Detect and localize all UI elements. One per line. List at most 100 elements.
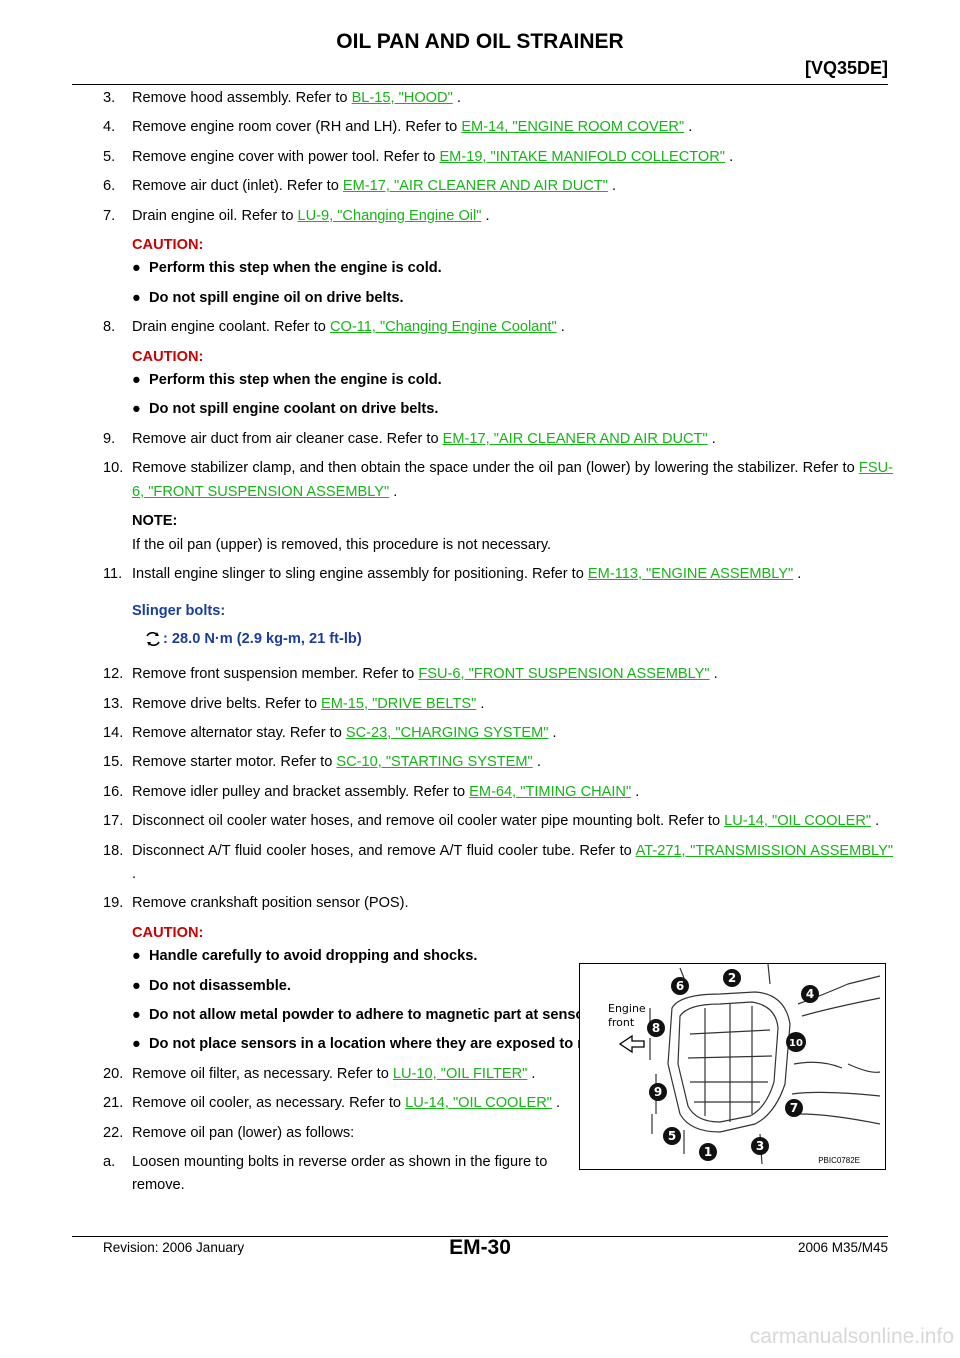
step-4: 4.Remove engine room cover (RH and LH). … bbox=[103, 119, 693, 136]
step-15: 15.Remove starter motor. Refer to SC-10,… bbox=[103, 754, 541, 771]
bolt-number-text: 8 bbox=[652, 1021, 660, 1035]
caution-item: ●Do not allow metal powder to adhere to … bbox=[103, 1004, 893, 1027]
bolt-number-circle bbox=[751, 1137, 769, 1155]
bullet-icon: ● bbox=[132, 1036, 141, 1053]
ref-link-em-113[interactable]: EM-113, "ENGINE ASSEMBLY" bbox=[587, 565, 794, 582]
step-6: 6.Remove air duct (inlet). Refer to EM-1… bbox=[103, 178, 617, 195]
ref-link-bl-15[interactable]: BL-15, "HOOD" bbox=[351, 90, 453, 106]
caution-label: CAUTION: bbox=[132, 924, 204, 941]
caution-item: ●Perform this step when the engine is co… bbox=[103, 257, 893, 280]
bolt-number-circle bbox=[663, 1127, 681, 1145]
ref-link-em-19[interactable]: EM-19, "INTAKE MANIFOLD COLLECTOR" bbox=[439, 148, 725, 165]
step-22: 22.Remove oil pan (lower) as follows: bbox=[103, 1124, 355, 1141]
page-title: OIL PAN AND OIL STRAINER bbox=[336, 30, 624, 53]
step-20: 20.Remove oil filter, as necessary. Refe… bbox=[103, 1065, 536, 1082]
ref-link-lu-14[interactable]: LU-14, "OIL COOLER" bbox=[405, 1095, 552, 1112]
footer-rule bbox=[72, 1236, 888, 1237]
caution-label: CAUTION: bbox=[132, 237, 204, 254]
ref-link-at-271[interactable]: AT-271, "TRANSMISSION ASSEMBLY" bbox=[635, 842, 893, 859]
vehicle-model: 2006 M35/M45 bbox=[797, 1240, 888, 1255]
bolt-number-circle bbox=[785, 1099, 803, 1117]
bolt-number-text: 3 bbox=[756, 1139, 764, 1153]
step-18: 18.Disconnect A/T fluid cooler hoses, an… bbox=[103, 842, 893, 882]
bolt-number-text: 6 bbox=[676, 979, 684, 993]
ref-link-co-11[interactable]: CO-11, "Changing Engine Coolant" bbox=[329, 319, 557, 336]
spec-value: : 28.0 N·m (2.9 kg-m, 21 ft-lb) bbox=[103, 628, 893, 651]
caution-item: ●Do not disassemble. bbox=[103, 975, 893, 998]
bolt-number-text: 4 bbox=[806, 987, 814, 1001]
procedure-content: 3.Remove hood assembly. Refer to BL-15, … bbox=[103, 87, 893, 1198]
engine-model: [VQ35DE] bbox=[804, 58, 888, 78]
bolt-number-text: 1 bbox=[704, 1145, 712, 1159]
torque-wrench-icon bbox=[146, 631, 160, 646]
step-11: 11.Install engine slinger to sling engin… bbox=[103, 565, 802, 582]
bolt-number-marker: 9 bbox=[649, 1083, 667, 1101]
bullet-icon: ● bbox=[132, 289, 141, 306]
caution-item: ●Do not spill engine coolant on drive be… bbox=[103, 398, 893, 421]
note-label: NOTE: bbox=[132, 513, 178, 530]
ref-link-lu-14[interactable]: LU-14, "OIL COOLER" bbox=[724, 813, 872, 830]
bolt-number-marker: 8 bbox=[647, 1019, 665, 1037]
bolt-number-marker: 5 bbox=[663, 1127, 681, 1145]
bullet-icon: ● bbox=[132, 372, 141, 389]
ref-link-sc-23[interactable]: SC-23, "CHARGING SYSTEM" bbox=[345, 724, 549, 741]
watermark: carmanualsonline.info bbox=[749, 1325, 954, 1348]
ref-link-em-14[interactable]: EM-14, "ENGINE ROOM COVER" bbox=[461, 119, 685, 136]
bolt-number-marker: 10 bbox=[786, 1032, 806, 1052]
ref-link-sc-10[interactable]: SC-10, "STARTING SYSTEM" bbox=[336, 754, 533, 771]
ref-link-fsu-6[interactable]: FSU-6, "FRONT SUSPENSION ASSEMBLY" bbox=[132, 460, 893, 500]
engine-front-arrow-icon bbox=[618, 1034, 645, 1054]
step-8: 8.Drain engine coolant. Refer to CO-11, … bbox=[103, 319, 565, 336]
ref-link-em-64[interactable]: EM-64, "TIMING CHAIN" bbox=[469, 783, 632, 800]
bolt-number-text: 7 bbox=[790, 1101, 798, 1115]
step-10: 10.Remove stabilizer clamp, and then obt… bbox=[103, 460, 893, 500]
step-7: 7.Drain engine oil. Refer to LU-9, "Chan… bbox=[103, 207, 490, 224]
spec-label: Slinger bolts: bbox=[132, 603, 226, 620]
step-21: 21.Remove oil cooler, as necessary. Refe… bbox=[103, 1095, 561, 1112]
ref-link-em-17[interactable]: EM-17, "AIR CLEANER AND AIR DUCT" bbox=[342, 178, 608, 195]
bolt-number-circle bbox=[647, 1019, 665, 1037]
caution-label: CAUTION: bbox=[132, 348, 204, 365]
bolt-number-marker: 4 bbox=[801, 985, 819, 1003]
step-13: 13.Remove drive belts. Refer to EM-15, "… bbox=[103, 695, 485, 712]
bolt-number-circle bbox=[699, 1143, 717, 1161]
ref-link-lu-9[interactable]: LU-9, "Changing Engine Oil" bbox=[297, 207, 482, 224]
bolt-number-marker: 6 bbox=[671, 977, 689, 995]
step-a: a.Loosen mounting bolts in reverse order… bbox=[103, 1154, 548, 1194]
bolt-number-marker: 3 bbox=[751, 1137, 769, 1155]
header-rule bbox=[72, 84, 888, 85]
step-5: 5.Remove engine cover with power tool. R… bbox=[103, 148, 734, 165]
step-16: 16.Remove idler pulley and bracket assem… bbox=[103, 783, 640, 800]
step-12: 12.Remove front suspension member. Refer… bbox=[103, 666, 718, 683]
bullet-icon: ● bbox=[132, 1007, 141, 1023]
step-3: 3.Remove hood assembly. Refer to BL-15, … bbox=[103, 90, 461, 106]
bolt-number-text: 5 bbox=[668, 1129, 676, 1143]
caution-item: ●Handle carefully to avoid dropping and … bbox=[103, 945, 893, 968]
caution-item: ●Do not spill engine oil on drive belts. bbox=[103, 287, 893, 310]
bullet-icon: ● bbox=[132, 401, 141, 418]
step-14: 14.Remove alternator stay. Refer to SC-2… bbox=[103, 724, 557, 741]
bolt-number-text: 10 bbox=[789, 1038, 803, 1049]
bolt-number-circle bbox=[801, 985, 819, 1003]
step-9: 9.Remove air duct from air cleaner case.… bbox=[103, 430, 716, 447]
bolt-number-text: 9 bbox=[654, 1085, 662, 1099]
ref-link-em-15[interactable]: EM-15, "DRIVE BELTS" bbox=[321, 695, 477, 712]
figure-label-front: front bbox=[608, 1016, 635, 1029]
bolt-number-marker: 2 bbox=[723, 969, 741, 987]
figure-label-engine: Engine bbox=[608, 1002, 646, 1015]
bolt-number-text: 2 bbox=[728, 971, 736, 985]
caution-item: ●Perform this step when the engine is co… bbox=[103, 369, 893, 392]
bolt-number-marker: 1 bbox=[699, 1143, 717, 1161]
bullet-icon: ● bbox=[132, 977, 141, 994]
bolt-number-circle bbox=[649, 1083, 667, 1101]
ref-link-lu-10[interactable]: LU-10, "OIL FILTER" bbox=[392, 1065, 528, 1082]
ref-link-em-17[interactable]: EM-17, "AIR CLEANER AND AIR DUCT" bbox=[442, 430, 708, 447]
ref-link-fsu-6[interactable]: FSU-6, "FRONT SUSPENSION ASSEMBLY" bbox=[418, 666, 710, 683]
step-17: 17.Disconnect oil cooler water hoses, an… bbox=[103, 813, 880, 830]
figure-code: PBIC0782E bbox=[818, 1156, 860, 1165]
oil-pan-bolt-figure: 1 2 3 4 5 6 7 8 9 10 Engine front PBIC0782E bbox=[579, 963, 886, 1170]
bolt-number-marker: 7 bbox=[785, 1099, 803, 1117]
caution-item: ●Do not place sensors in a location wher… bbox=[103, 1033, 893, 1056]
page-number: EM-30 bbox=[449, 1236, 511, 1259]
step-19: 19.Remove crankshaft position sensor (PO… bbox=[103, 895, 409, 912]
